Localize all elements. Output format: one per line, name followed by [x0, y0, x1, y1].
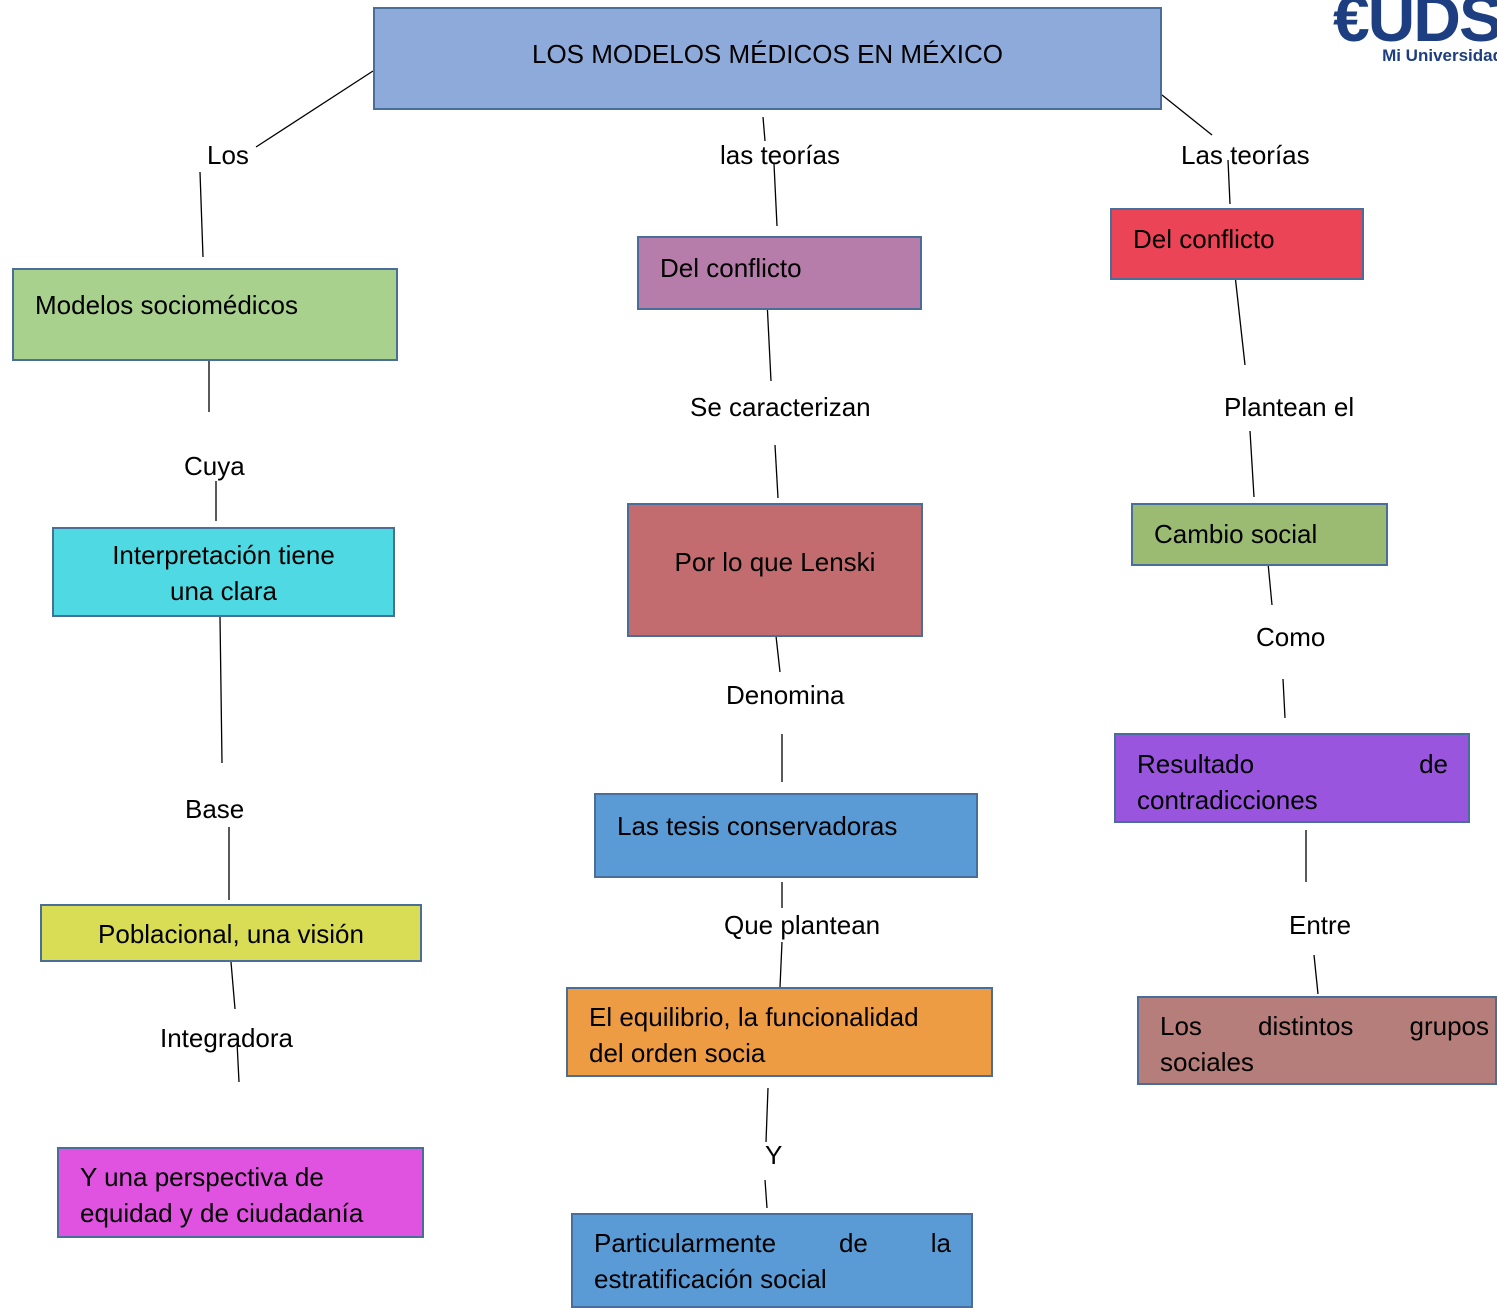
label-las-teorias-mid: las teorías: [720, 140, 840, 170]
connector-caracterizan-lenski: [774, 444, 779, 499]
node-resultado-line1: Resultado de: [1137, 749, 1448, 779]
connector-title-los: [255, 70, 374, 148]
connector-plantean-equilibrio: [779, 941, 783, 988]
node-resultado: Resultado de contradicciones: [1114, 733, 1470, 823]
node-equilibrio-line2: del orden socia: [589, 1038, 766, 1068]
node-resultado-line2: contradicciones: [1137, 785, 1318, 815]
node-lenski-text: Por lo que Lenski: [674, 547, 876, 577]
connector-lenski-denomina: [775, 635, 781, 673]
node-lenski: Por lo que Lenski: [627, 503, 923, 637]
node-perspectiva-line2: equidad y de ciudadanía: [80, 1198, 364, 1228]
node-poblacional: Poblacional, una visión: [40, 904, 422, 962]
node-equilibrio: El equilibrio, la funcionalidad del orde…: [566, 987, 993, 1077]
connector-los-modelos: [199, 171, 204, 258]
label-las-teorias-right: Las teorías: [1181, 140, 1310, 170]
node-grupos-line1: Los distintos grupos: [1160, 1011, 1489, 1041]
label-integradora: Integradora: [160, 1023, 293, 1053]
title-text: LOS MODELOS MÉDICOS EN MÉXICO: [532, 39, 1003, 69]
label-que-plantean: Que plantean: [724, 910, 881, 940]
connector-equilibrio-y: [765, 1087, 769, 1143]
label-base: Base: [185, 794, 245, 824]
connector-como-resultado: [1282, 678, 1286, 719]
label-se-caracterizan: Se caracterizan: [690, 392, 871, 422]
connector-title-teorias-mid: [762, 116, 766, 142]
connector-teorias-conflicto-right: [1227, 159, 1231, 205]
connector-title-teorias-right: [1161, 94, 1213, 136]
label-denomina: Denomina: [726, 680, 845, 710]
node-interpretacion: Interpretación tiene una clara: [52, 527, 395, 617]
connector-cambio-como: [1267, 562, 1273, 606]
node-particularmente-line2: estratificación social: [594, 1264, 827, 1294]
label-los: Los: [207, 140, 249, 170]
node-perspectiva-line1: Y una perspectiva de: [80, 1162, 324, 1192]
connector-interpretacion-base: [219, 616, 223, 764]
node-interpretacion-line2: una clara: [170, 576, 277, 606]
uds-logo-mark: €UDS: [1332, 0, 1497, 55]
node-modelos-text: Modelos sociomédicos: [35, 290, 299, 320]
label-y: Y: [765, 1140, 783, 1170]
connector-plantean-cambio: [1249, 430, 1255, 498]
label-como: Como: [1256, 622, 1326, 652]
node-del-conflicto-right: Del conflicto: [1110, 208, 1364, 280]
connector-conflicto-caracterizan: [766, 300, 772, 382]
label-entre: Entre: [1289, 910, 1352, 940]
node-del-conflicto-mid: Del conflicto: [637, 236, 922, 310]
node-particularmente-line1: Particularmente de la: [594, 1228, 951, 1258]
uds-logo-subtitle: Mi Universidad: [1382, 46, 1497, 65]
node-tesis-text: Las tesis conservadoras: [617, 811, 898, 841]
node-grupos-line2: sociales: [1160, 1047, 1254, 1077]
node-modelos-sociomedicos: Modelos sociomédicos: [12, 268, 398, 361]
connector-y-particularmente: [764, 1179, 768, 1209]
node-cambio-text: Cambio social: [1154, 519, 1318, 549]
connector-teorias-conflicto-mid: [773, 163, 778, 227]
connector-entre-grupos: [1313, 954, 1319, 995]
node-equilibrio-line1: El equilibrio, la funcionalidad: [589, 1002, 919, 1032]
node-perspectiva: Y una perspectiva de equidad y de ciudad…: [57, 1147, 424, 1238]
label-cuya: Cuya: [184, 451, 245, 481]
node-particularmente: Particularmente de la estratificación so…: [571, 1213, 973, 1308]
title-box: LOS MODELOS MÉDICOS EN MÉXICO: [373, 7, 1162, 110]
connector-poblacional-integradora: [230, 961, 236, 1010]
node-poblacional-text: Poblacional, una visión: [98, 919, 364, 949]
node-interpretacion-line1: Interpretación tiene: [112, 540, 335, 570]
node-tesis-conservadoras: Las tesis conservadoras: [594, 793, 978, 878]
node-del-conflicto-right-text: Del conflicto: [1133, 224, 1275, 254]
connector-integradora-perspectiva: [236, 1041, 240, 1083]
node-cambio-social: Cambio social: [1131, 503, 1388, 566]
node-del-conflicto-mid-text: Del conflicto: [660, 253, 802, 283]
label-plantean-el: Plantean el: [1224, 392, 1355, 422]
node-grupos-sociales: Los distintos grupos sociales: [1137, 996, 1497, 1085]
uds-logo: €UDS Mi Universidad: [1307, 0, 1497, 80]
connector-conflicto-plantean: [1234, 274, 1246, 366]
